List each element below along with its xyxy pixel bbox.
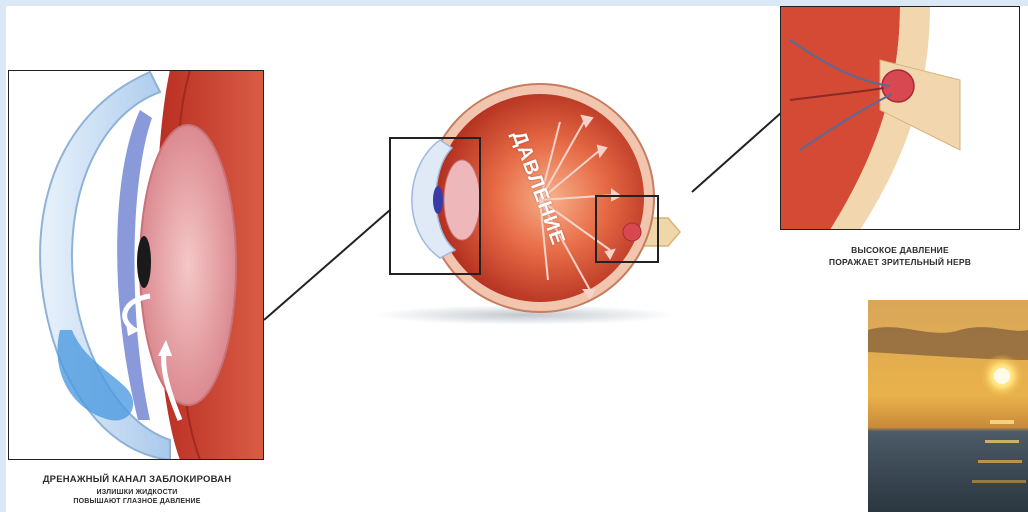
optic-nerve-caption: ВЫСОКОЕ ДАВЛЕНИЕ ПОРАЖАЕТ ЗРИТЕЛЬНЫЙ НЕР… — [790, 244, 1010, 268]
connector-line-right — [692, 112, 782, 192]
drainage-zoom-panel — [8, 70, 264, 460]
drainage-caption-line2: ПОВЫШАЮТ ГЛАЗНОЕ ДАВЛЕНИЕ — [8, 497, 266, 506]
connector-line-left — [264, 210, 390, 320]
eye-cross-section — [375, 84, 680, 325]
drainage-caption: ДРЕНАЖНЫЙ КАНАЛ ЗАБЛОКИРОВАН ИЗЛИШКИ ЖИД… — [8, 474, 266, 506]
optic-nerve-caption-line2: ПОРАЖАЕТ ЗРИТЕЛЬНЫЙ НЕРВ — [790, 256, 1010, 268]
optic-nerve-zoom-panel — [780, 6, 1020, 230]
optic-nerve-caption-line1: ВЫСОКОЕ ДАВЛЕНИЕ — [790, 244, 1010, 256]
drainage-caption-line1: ИЗЛИШКИ ЖИДКОСТИ — [8, 488, 266, 497]
sunset-photo — [868, 300, 1028, 512]
drainage-caption-title: ДРЕНАЖНЫЙ КАНАЛ ЗАБЛОКИРОВАН — [8, 474, 266, 485]
